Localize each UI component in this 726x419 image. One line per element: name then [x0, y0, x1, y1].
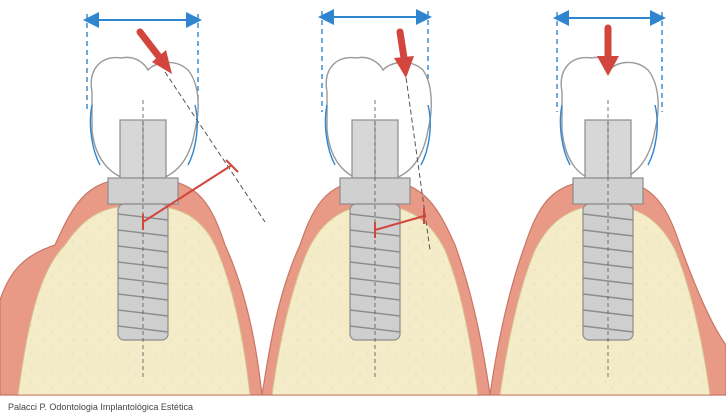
figure-caption: Palacci P. Odontologia Implantológica Es…	[8, 402, 193, 412]
